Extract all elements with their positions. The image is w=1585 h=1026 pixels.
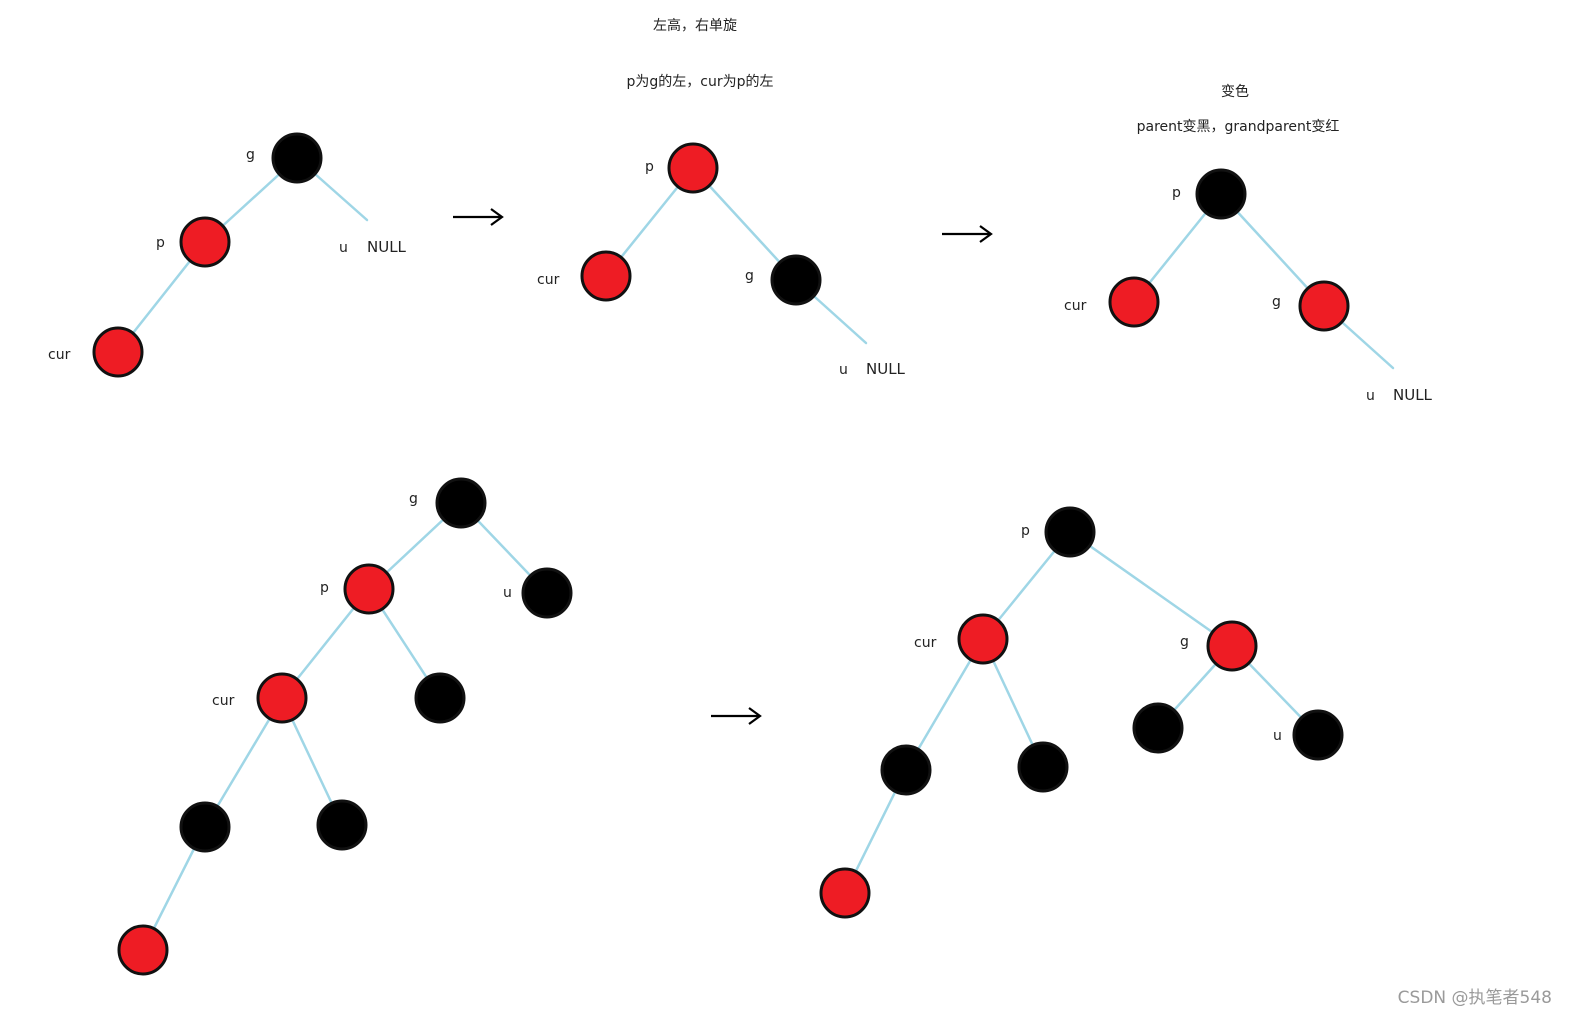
node-g [271, 132, 323, 184]
tree-4-general-before: g p u cur [117, 477, 573, 976]
label-u: u [1366, 388, 1375, 404]
node-g [435, 477, 487, 529]
caption-subtitle: p为g的左，cur为p的左 [627, 74, 774, 90]
edge-p-g [1068, 530, 1234, 648]
label-null: NULL [1393, 386, 1433, 404]
node-p [1044, 506, 1096, 558]
node-cur [957, 613, 1009, 665]
arrow-3-icon [711, 707, 762, 725]
label-p: p [645, 159, 654, 175]
node-p [343, 563, 395, 615]
node-cur-right-child [1017, 741, 1069, 793]
node-p-right-child [414, 672, 466, 724]
node-p [667, 142, 719, 194]
arrow-1-icon [453, 208, 504, 226]
node-red-leaf [117, 924, 169, 976]
node-u [1292, 709, 1344, 761]
tree-5-general-after: p cur g u [819, 506, 1344, 919]
label-g: g [409, 491, 418, 507]
node-cur [1108, 276, 1160, 328]
tree-1-before-rotation: g p cur u NULL [48, 132, 407, 378]
arrow-2-icon [942, 225, 993, 243]
node-cur-left-child [179, 801, 231, 853]
node-g [1298, 280, 1350, 332]
label-u: u [1273, 728, 1282, 744]
label-null: NULL [367, 238, 407, 256]
node-red-leaf [819, 867, 871, 919]
label-g: g [745, 268, 754, 284]
label-p: p [1172, 185, 1181, 201]
node-cur [580, 250, 632, 302]
label-p: p [320, 580, 329, 596]
node-cur-right-child [316, 799, 368, 851]
label-null: NULL [866, 360, 906, 378]
caption-title: 左高，右单旋 [653, 17, 737, 34]
label-g: g [1272, 294, 1281, 310]
label-u: u [503, 585, 512, 601]
node-p [179, 216, 231, 268]
label-cur: cur [914, 635, 937, 651]
label-u: u [839, 362, 848, 378]
node-g [1206, 620, 1258, 672]
label-cur: cur [537, 272, 560, 288]
tree-2-after-rotation: p cur g u NULL [537, 142, 906, 378]
label-g: g [1180, 634, 1189, 650]
node-u [521, 567, 573, 619]
node-g-left-child [1132, 702, 1184, 754]
label-p: p [1021, 523, 1030, 539]
caption-recolor-title: 变色 [1221, 83, 1249, 100]
label-cur: cur [1064, 298, 1087, 314]
watermark: CSDN @执笔者548 [1398, 988, 1552, 1008]
label-cur: cur [212, 693, 235, 709]
node-cur [256, 672, 308, 724]
label-u: u [339, 240, 348, 256]
label-g: g [246, 147, 255, 163]
node-g [770, 254, 822, 306]
tree-3-after-recolor: p cur g u NULL [1064, 168, 1433, 404]
node-p [1195, 168, 1247, 220]
node-cur [92, 326, 144, 378]
node-cur-left-child [880, 744, 932, 796]
label-cur: cur [48, 347, 71, 363]
label-p: p [156, 235, 165, 251]
caption-recolor-desc: parent变黑，grandparent变红 [1137, 119, 1340, 135]
